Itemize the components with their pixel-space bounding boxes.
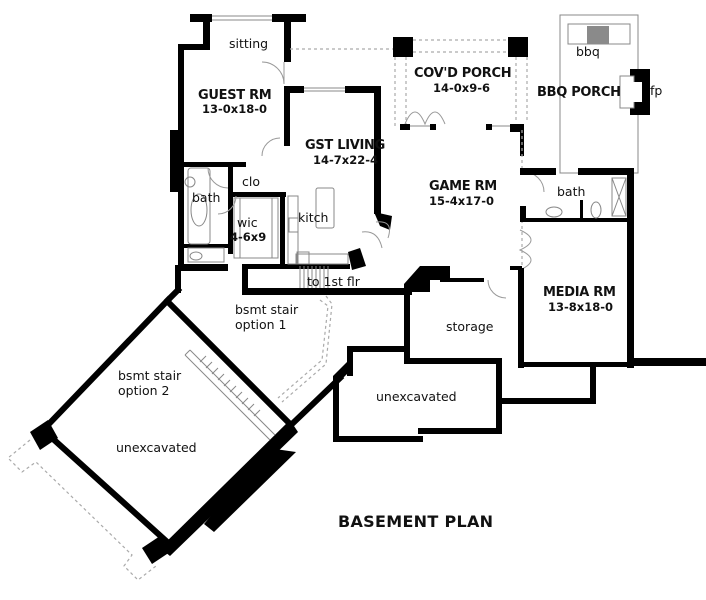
game-rm-dims: 15-4x17-0 (429, 194, 494, 208)
wic-dims: 4-6x9 (230, 230, 266, 244)
gst-living-dims: 14-7x22-4 (313, 153, 378, 167)
plan-title: BASEMENT PLAN (338, 512, 493, 531)
fireplace-label: fp (650, 83, 662, 98)
bbq-label: bbq (576, 44, 600, 59)
covd-porch (290, 37, 528, 156)
bsmt-stair-1-line1: bsmt stair (235, 302, 299, 317)
clo-label: clo (242, 174, 260, 189)
east-wing-walls (404, 130, 706, 368)
storage-unexcavated-walls (333, 290, 596, 442)
media-rm-dims: 13-8x18-0 (548, 300, 613, 314)
gst-living-label: GST LIVING (305, 138, 385, 153)
guest-rm-label: GUEST RM (198, 88, 271, 103)
door-swings (207, 61, 545, 299)
to-1st-flr-label: to 1st flr (307, 274, 361, 289)
covd-porch-dims: 14-0x9-6 (433, 81, 490, 95)
bbq-porch-label: BBQ PORCH (537, 85, 621, 100)
guest-bath-fixtures (184, 167, 279, 263)
bsmt-stair-2-line2: option 2 (118, 383, 169, 398)
unexcavated-left-label: unexcavated (116, 440, 197, 455)
guest-wing-walls (170, 14, 412, 295)
game-bath-label: bath (557, 184, 585, 199)
game-rm-label: GAME RM (429, 179, 497, 194)
media-rm-label: MEDIA RM (543, 285, 616, 300)
bsmt-stair-1-line2: option 1 (235, 317, 286, 332)
wic-label: wic (237, 215, 258, 230)
guest-rm-dims: 13-0x18-0 (202, 102, 267, 116)
guest-bath-label: bath (192, 190, 220, 205)
kitch-label: kitch (298, 210, 328, 225)
unexcavated-center-label: unexcavated (376, 389, 457, 404)
stair-option-2-treads (199, 355, 261, 417)
bbq-grill-icon (587, 26, 609, 44)
stair-to-1st-floor (299, 266, 329, 288)
bsmt-stair-2-line1: bsmt stair (118, 368, 182, 383)
angled-wing-walls (7, 265, 345, 581)
kitchen-fixtures (287, 187, 349, 265)
sitting-label: sitting (229, 36, 268, 51)
storage-label: storage (446, 319, 494, 334)
covd-porch-label: COV'D PORCH (414, 66, 511, 81)
